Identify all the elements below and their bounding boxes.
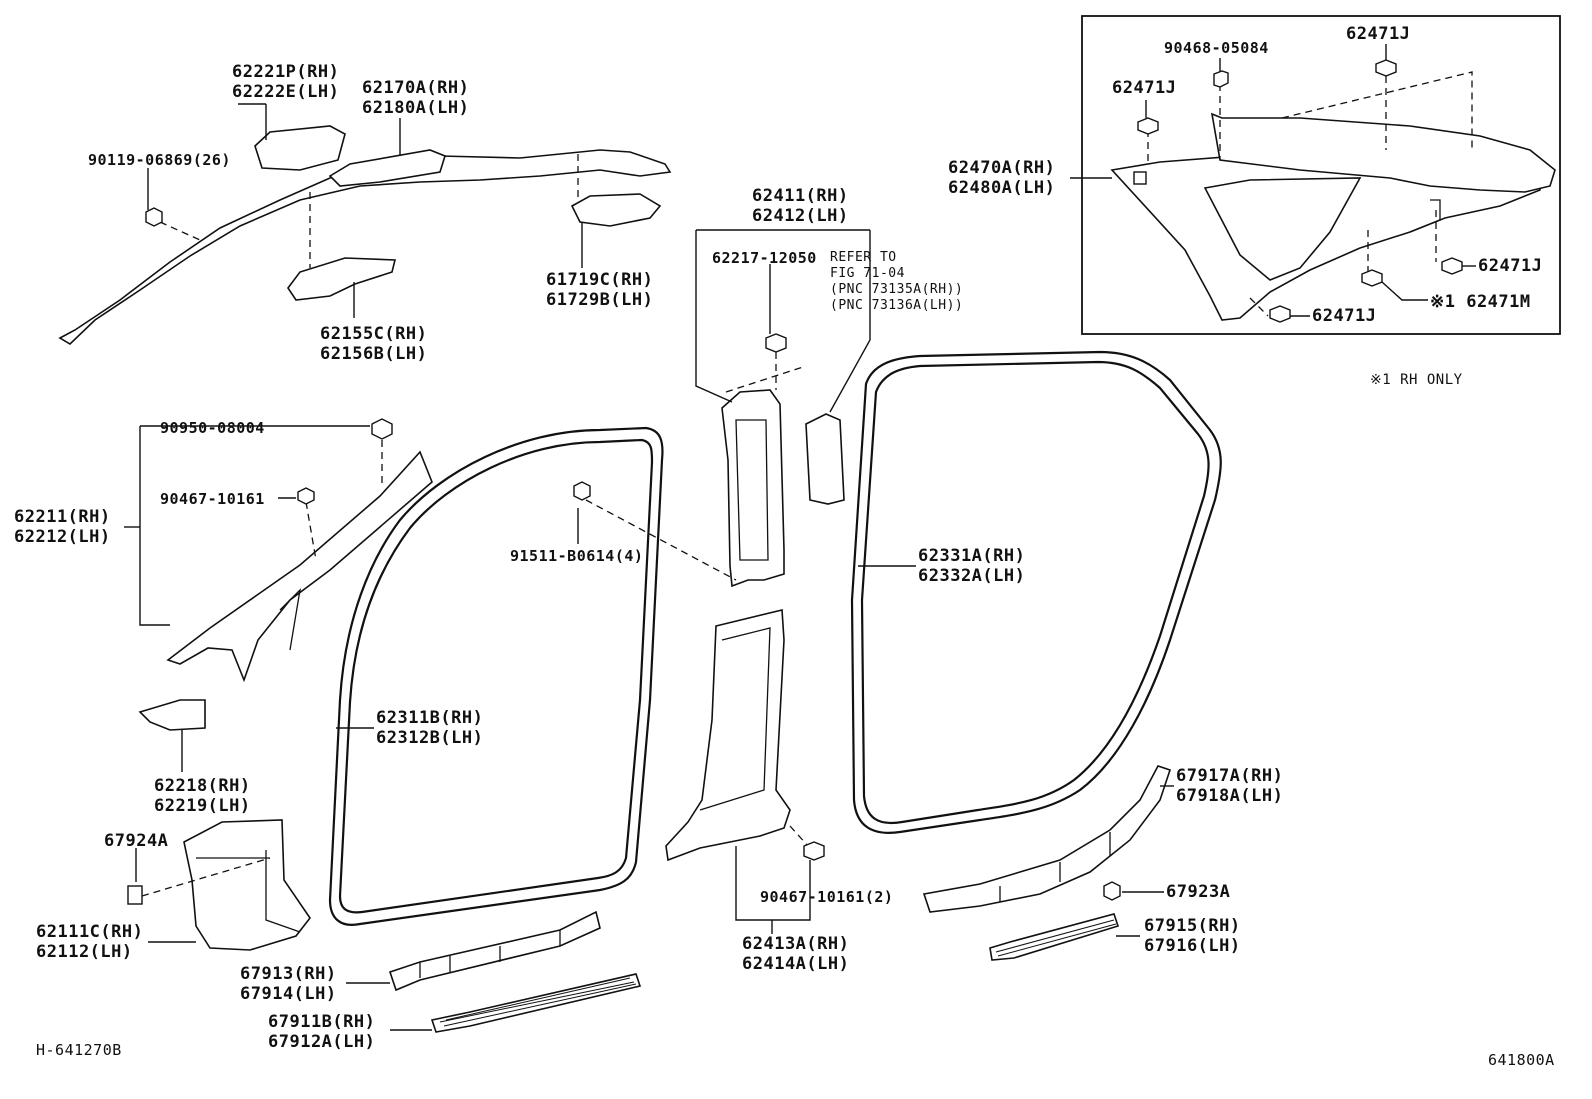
label-62170: 62170A(RH)62180A(LH) <box>362 78 470 118</box>
label-62411: 62411(RH)62412(LH) <box>752 186 849 226</box>
label-90467-a: 90467-10161 <box>160 490 265 508</box>
center-pillar-upper <box>573 229 871 588</box>
label-62471j-bottom: 62471J <box>1312 306 1377 326</box>
rear-scuff-plates <box>922 765 1174 961</box>
label-67924: 67924A <box>104 831 169 851</box>
roof-rail-assembly <box>58 104 672 346</box>
label-62217: 62217-12050 <box>712 249 817 267</box>
label-62221: 62221P(RH)62222E(LH) <box>232 62 340 102</box>
label-62470: 62470A(RH)62480A(LH) <box>948 158 1056 198</box>
footnote-rh-only: ※1 RH ONLY <box>1370 372 1463 388</box>
figure-code-right: 641800A <box>1488 1051 1555 1069</box>
label-62211: 62211(RH)62212(LH) <box>14 507 111 547</box>
inset-quarter-trim <box>1070 15 1561 335</box>
cowl-bracket <box>138 699 206 772</box>
label-67911: 67911B(RH)67912A(LH) <box>268 1012 376 1052</box>
label-62311: 62311B(RH)62312B(LH) <box>376 708 484 748</box>
label-90467-b: 90467-10161(2) <box>760 888 894 906</box>
front-pillar-garnish <box>124 418 433 683</box>
label-62471m: ※1 62471M <box>1430 292 1531 312</box>
label-90468: 90468-05084 <box>1164 39 1269 57</box>
label-67923: 67923A <box>1166 882 1231 902</box>
label-62471j-left: 62471J <box>1112 78 1177 98</box>
label-62471j-top: 62471J <box>1346 24 1411 44</box>
label-90119: 90119-06869(26) <box>88 151 231 169</box>
label-62331: 62331A(RH)62332A(LH) <box>918 546 1026 586</box>
label-67917: 67917A(RH)67918A(LH) <box>1176 766 1284 806</box>
label-62471j-right: 62471J <box>1478 256 1543 276</box>
rear-door-weatherstrip <box>850 350 1222 834</box>
front-scuff-plates <box>346 910 642 1033</box>
label-91511: 91511-B0614(4) <box>510 547 644 565</box>
label-90950: 90950-08004 <box>160 419 265 437</box>
center-pillar-lower <box>665 608 825 934</box>
label-67915: 67915(RH)67916(LH) <box>1144 916 1241 956</box>
label-62111: 62111C(RH)62112(LH) <box>36 922 144 962</box>
label-61719: 61719C(RH)61729B(LH) <box>546 270 654 310</box>
label-62413: 62413A(RH)62414A(LH) <box>742 934 850 974</box>
label-62218: 62218(RH)62219(LH) <box>154 776 251 816</box>
label-62155: 62155C(RH)62156B(LH) <box>320 324 428 364</box>
label-67913: 67913(RH)67914(LH) <box>240 964 337 1004</box>
front-door-weatherstrip <box>328 426 664 926</box>
figure-code-left: H-641270B <box>36 1041 122 1059</box>
cowl-side-trim <box>127 819 311 951</box>
